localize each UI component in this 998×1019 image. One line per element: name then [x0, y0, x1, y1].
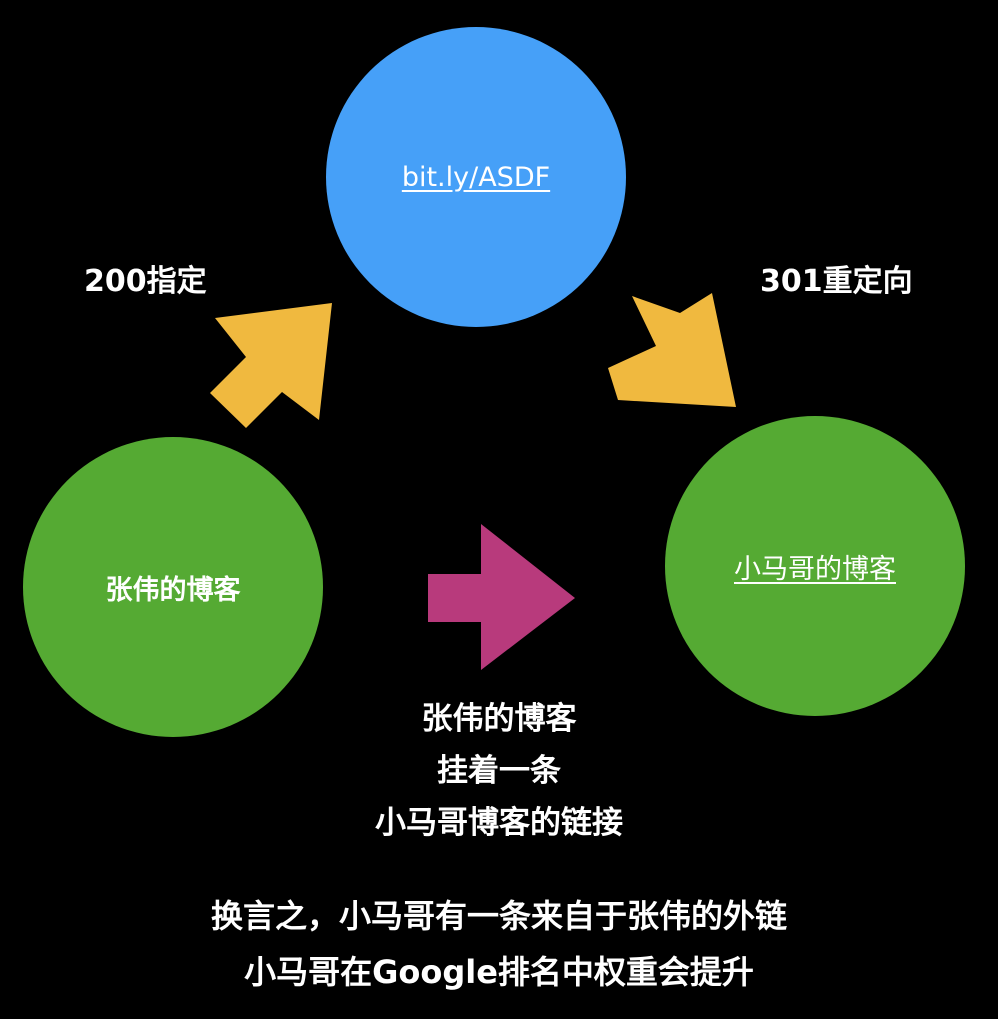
note-line: 张伟的博客: [421, 701, 577, 737]
edge-label-200: 200指定: [84, 264, 207, 299]
ma-blog-label[interactable]: 小马哥的博客: [734, 553, 896, 585]
ma-blog-node: 小马哥的博客: [665, 416, 965, 716]
zhang-blog-node: 张伟的博客: [23, 437, 323, 737]
summary: 换言之，小马哥有一条来自于张伟的外链 小马哥在Google排名中权重会提升: [0, 888, 998, 1000]
link-note: 张伟的博客 挂着一条 小马哥博客的链接: [0, 693, 998, 849]
arrow-301-to-ma-blog: [608, 293, 736, 407]
note-line: 挂着一条: [437, 753, 561, 789]
arrow-direct-link: [428, 524, 575, 670]
arrow-200-to-short-link: [210, 303, 332, 428]
zhang-blog-label: 张伟的博客: [105, 574, 241, 606]
edge-label-301: 301重定向: [760, 264, 913, 299]
short-link-node: bit.ly/ASDF: [326, 27, 626, 327]
short-link-label[interactable]: bit.ly/ASDF: [401, 161, 551, 193]
summary-line: 小马哥在Google排名中权重会提升: [244, 953, 754, 991]
summary-line: 换言之，小马哥有一条来自于张伟的外链: [210, 897, 787, 935]
note-line: 小马哥博客的链接: [375, 805, 623, 841]
